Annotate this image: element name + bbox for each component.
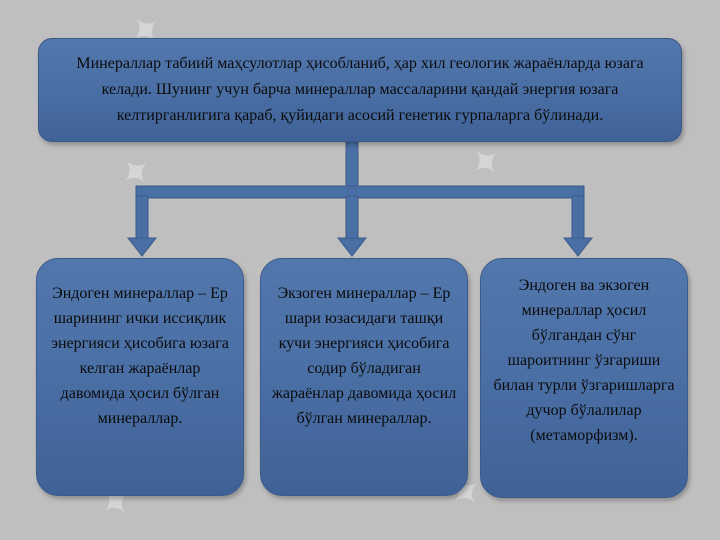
card-text: Экзоген минераллар – Ер шари юзасидаги т… xyxy=(271,285,457,427)
connector-bar xyxy=(135,185,585,199)
card-exogenous: Экзоген минераллар – Ер шари юзасидаги т… xyxy=(260,258,468,496)
card-text: Эндоген ва экзоген минераллар ҳосил бўлг… xyxy=(493,277,675,444)
arrow-down-left-icon xyxy=(126,237,158,257)
arrow-down-center-icon xyxy=(336,237,368,257)
connector-stem xyxy=(345,141,359,189)
connector-drop-right xyxy=(571,195,585,241)
connector-drop-center xyxy=(345,195,359,241)
card-text: Эндоген минераллар – Ер шарининг ички ис… xyxy=(51,285,229,427)
intro-text: Минераллар табиий маҳсулотлар ҳисобланиб… xyxy=(76,55,644,124)
watermark-logo: ✦ xyxy=(459,134,515,192)
card-metamorphic: Эндоген ва экзоген минераллар ҳосил бўлг… xyxy=(480,258,688,498)
arrow-down-right-icon xyxy=(562,237,594,257)
card-endogenous: Эндоген минераллар – Ер шарининг ички ис… xyxy=(36,258,244,496)
connector-drop-left xyxy=(135,195,149,241)
intro-box: Минераллар табиий маҳсулотлар ҳисобланиб… xyxy=(38,38,682,142)
watermark-logo: ✦ xyxy=(109,144,165,202)
